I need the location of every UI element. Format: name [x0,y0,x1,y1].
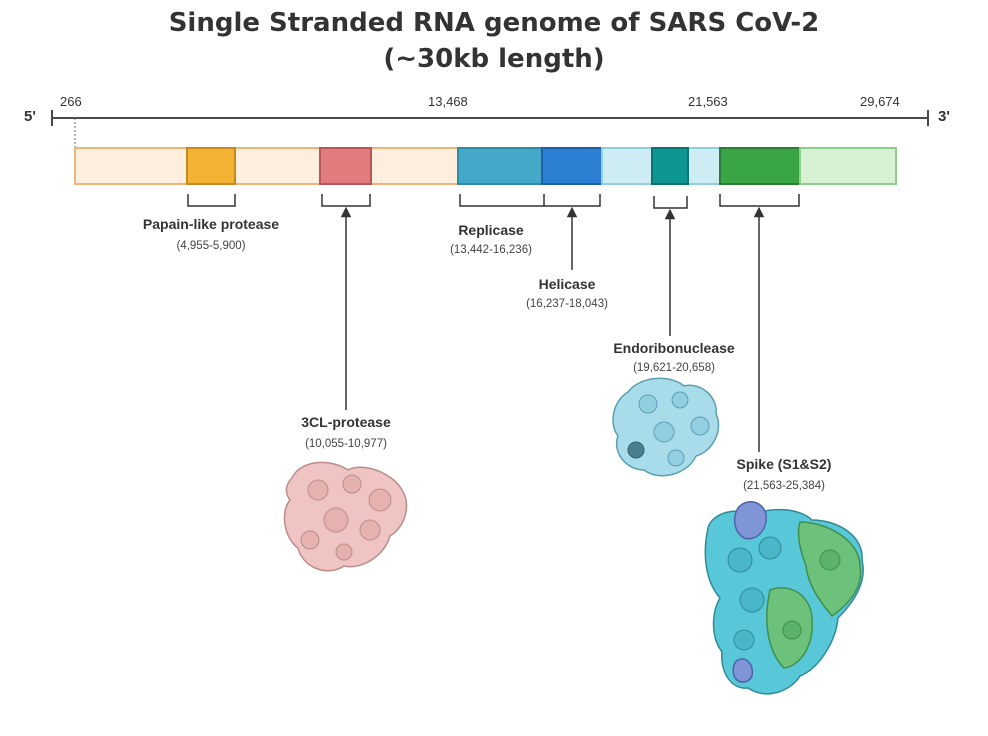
replicase-label: Replicase [458,222,524,238]
spike-range: (21,563-25,384) [743,480,825,492]
tick-label-29674: 29,674 [860,94,900,109]
spike-protein-structure-illustration [704,501,864,695]
five-prime-label: 5' [24,108,36,125]
endoribonuclease-label: Endoribonuclease [613,340,735,356]
papain-like-protease-range: (4,955-5,900) [176,240,246,252]
helicase-segment [541,147,603,185]
light-green-region [799,147,897,185]
three-prime-label: 3' [938,108,950,125]
papain-like-protease-segment [186,147,236,185]
spike-label: Spike (S1&S2) [736,456,832,472]
replicase-range: (13,442-16,236) [450,244,532,256]
spike-bracket [719,194,800,207]
tick-label-266: 266 [60,94,82,109]
helicase-label: Helicase [538,276,596,292]
endoribonuclease-structure-illustration [612,377,720,477]
papain-bracket [187,194,236,207]
tick-label-21563: 21,563 [688,94,728,109]
endoribonuclease-range: (19,621-20,658) [633,362,715,374]
orf1a-region [74,147,459,185]
endoribonuclease-bracket [653,196,688,209]
3cl-protease-label: 3CL-protease [301,414,391,430]
tick-label-13468: 13,468 [428,94,468,109]
replicase-helicase-bracket [459,194,601,207]
title-line-1: Single Stranded RNA genome of SARS CoV-2 [168,8,820,38]
helicase-range: (16,237-18,043) [526,298,608,310]
3cl-protease-segment [319,147,372,185]
title-line-2: (~30kb length) [383,44,605,74]
endoribonuclease-segment [651,147,689,185]
3cl-bracket [321,194,371,207]
3cl-protease-range: (10,055-10,977) [305,438,387,450]
papain-like-protease-label: Papain-like protease [142,216,280,232]
replicase-segment [457,147,543,185]
spike-segment [719,147,801,185]
3cl-protease-structure-illustration [283,461,408,572]
